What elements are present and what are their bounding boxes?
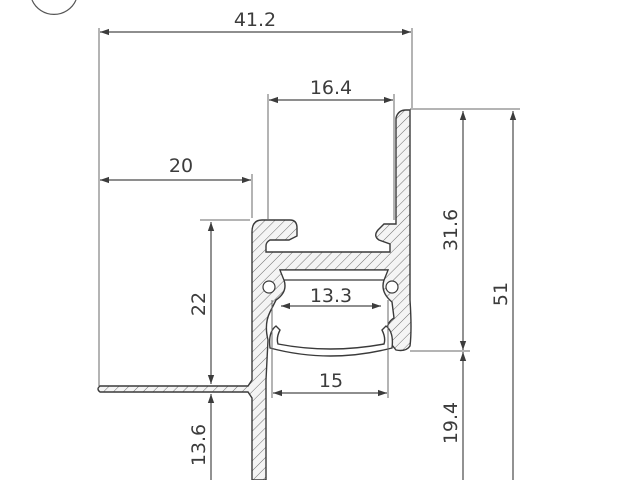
corner-badge-icon — [31, 0, 77, 16]
diffuser-width-label: 15 — [319, 370, 343, 392]
dimension-lines — [100, 28, 517, 480]
lower-height-left-label: 13.6 — [188, 424, 210, 466]
diffuser-cover — [268, 325, 394, 357]
left-groove-icon — [262, 280, 276, 294]
aluminium-profile — [97, 109, 412, 480]
extension-lines — [98, 28, 520, 398]
left-offset-label: 20 — [169, 155, 193, 177]
overall-width-label: 41.2 — [234, 9, 276, 31]
lower-height-right-label: 19.4 — [440, 402, 462, 444]
right-groove-icon — [385, 280, 399, 294]
inner-width-label: 13.3 — [310, 285, 352, 307]
total-height-label: 51 — [490, 282, 512, 306]
top-channel-width-label: 16.4 — [310, 77, 352, 99]
channel-height-label: 31.6 — [440, 209, 462, 251]
left-height-label: 22 — [188, 292, 210, 316]
